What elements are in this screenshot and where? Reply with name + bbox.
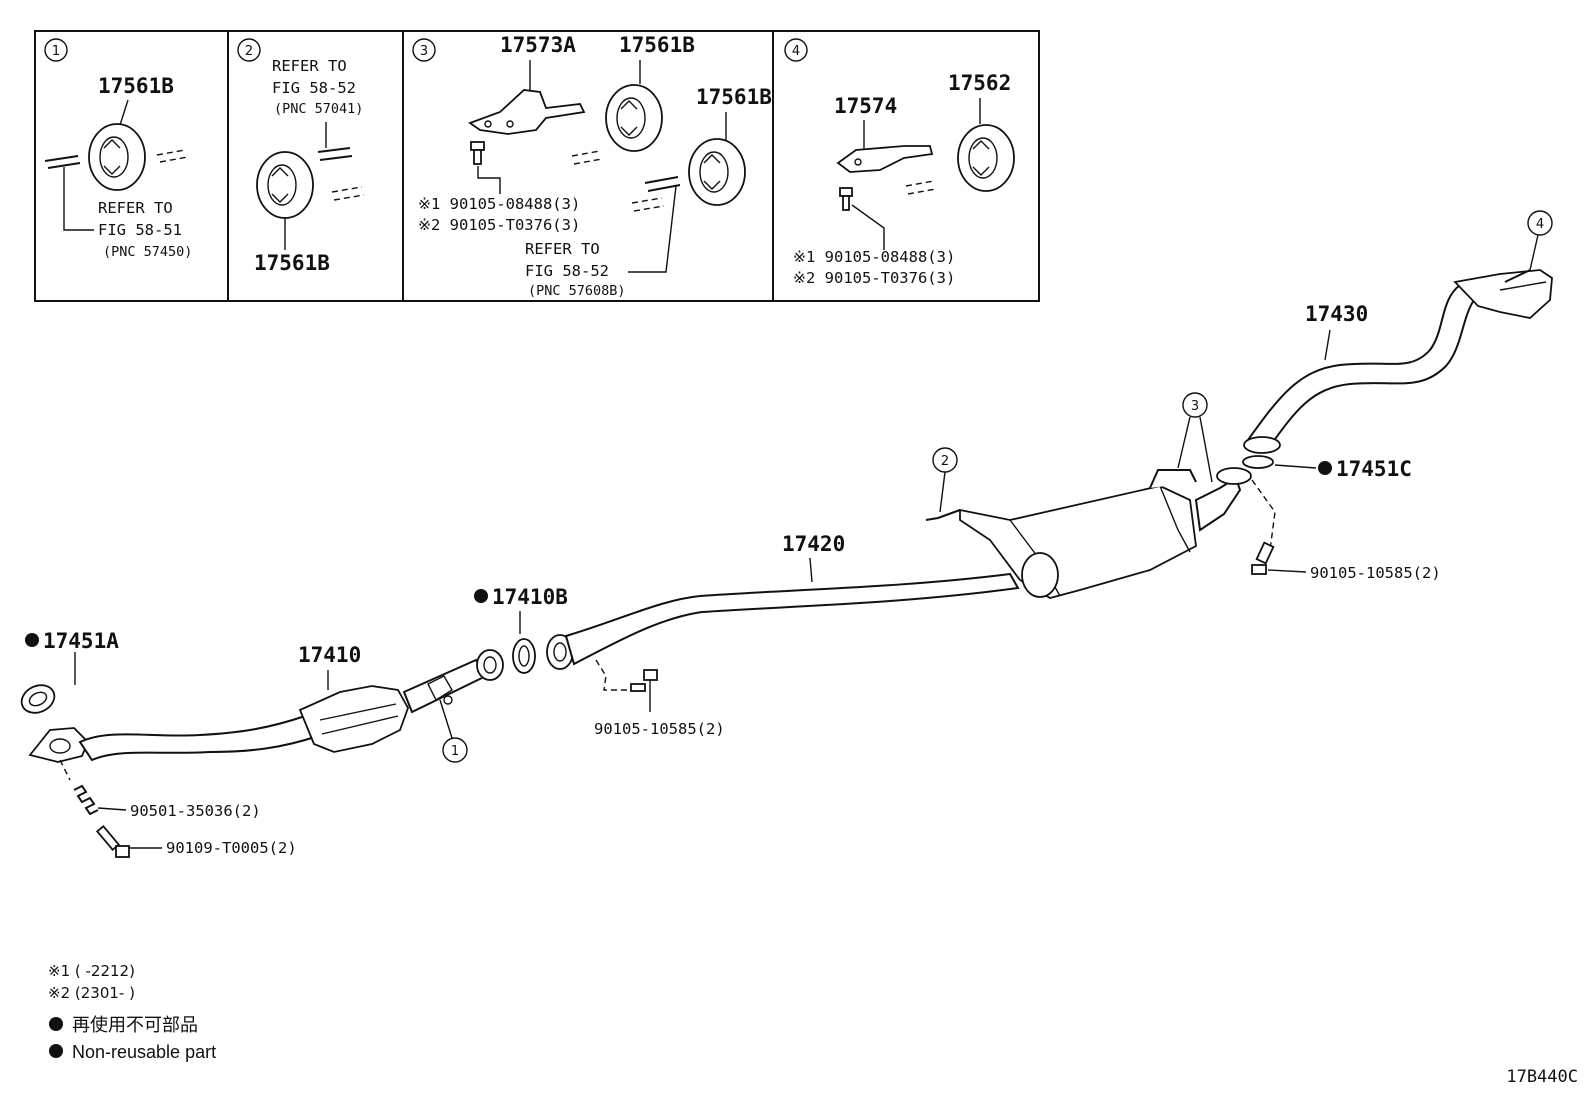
- inset-4-bracket-label: 17574: [834, 94, 897, 118]
- note-1: ※1 ( -2212): [48, 962, 135, 980]
- inset-3-bracket-label: 17573A: [500, 33, 576, 57]
- callout-4: 4: [1527, 210, 1553, 271]
- muffler-icon: [959, 485, 1197, 599]
- inset-4: 4 17574 17562 ※1 90105-08488(3) ※2 90105…: [784, 38, 1015, 287]
- front-pipe-group: 17410: [28, 643, 504, 763]
- front-fastener-group: 90501-35036(2) 90109-T0005(2): [59, 759, 297, 858]
- inset-2-number: 2: [245, 44, 253, 59]
- bolt-icon: [95, 824, 130, 858]
- inset-3-part-a-label: 17561B: [619, 33, 695, 57]
- callout-2-number: 2: [941, 454, 949, 469]
- callout-3: 3: [1177, 392, 1213, 483]
- bracket-icon: [836, 145, 934, 173]
- inset-4-part-label: 17562: [948, 71, 1011, 95]
- rear-bolt-label: 90105-10585(2): [1310, 564, 1441, 582]
- non-reusable-marker: [474, 589, 488, 603]
- inset-2-pnc: (PNC 57041): [274, 101, 363, 117]
- gasket-icon: [1242, 455, 1274, 469]
- rear-bolt-group: 90105-10585(2): [1251, 479, 1441, 582]
- gasket-icon: [20, 684, 56, 714]
- inset-4-bolt-1: ※1 90105-08488(3): [793, 248, 955, 266]
- catalytic-converter-icon: [298, 685, 409, 753]
- legend-japanese: 再使用不可部品: [72, 1015, 198, 1035]
- mid-gasket-label: 17410B: [492, 585, 568, 609]
- inset-frame: [34, 30, 1040, 302]
- bolt-icon: [630, 669, 658, 692]
- spring-label: 90501-35036(2): [130, 802, 261, 820]
- legend-english: Non-reusable part: [72, 1042, 216, 1062]
- inset-4-number: 4: [792, 44, 800, 59]
- diagram-code: 17B440C: [1506, 1067, 1578, 1087]
- inset-2-refer-line2: FIG 58-52: [272, 79, 356, 97]
- inset-1-refer-line2: FIG 58-51: [98, 221, 182, 239]
- inset-1-refer-line1: REFER TO: [98, 199, 173, 217]
- inset-2-part-label: 17561B: [254, 251, 330, 275]
- inset-2-refer-line1: REFER TO: [272, 57, 347, 75]
- spring-icon: [73, 784, 99, 816]
- front-flange-icon: [28, 727, 90, 763]
- bolt-icon: [470, 141, 485, 165]
- center-pipe-group: 17420: [546, 467, 1252, 670]
- rubber-hanger-icon: [605, 84, 663, 152]
- inset-3-number: 3: [420, 44, 428, 59]
- note-2: ※2 (2301- ): [48, 984, 135, 1002]
- callout-1-number: 1: [451, 744, 459, 759]
- callout-2: 2: [932, 447, 958, 513]
- inset-3-bolt-1: ※1 90105-08488(3): [418, 195, 580, 213]
- inset-1: 1 17561B REFER TO FIG 58-51 (PNC 57450): [44, 38, 192, 260]
- front-gasket-group: 17451A: [20, 629, 119, 714]
- callout-3-number: 3: [1191, 399, 1199, 414]
- inset-3-pnc: (PNC 57608B): [528, 283, 626, 299]
- inset-3-refer-line1: REFER TO: [525, 240, 600, 258]
- mid-bolt-label: 90105-10585(2): [594, 720, 725, 738]
- inset-1-pnc: (PNC 57450): [103, 244, 192, 260]
- callout-4-number: 4: [1536, 217, 1544, 232]
- non-reusable-marker: [25, 633, 39, 647]
- center-pipe-label: 17420: [782, 532, 845, 556]
- front-pipe-label: 17410: [298, 643, 361, 667]
- inset-1-number: 1: [52, 44, 60, 59]
- inset-4-bolt-2: ※2 90105-T0376(3): [793, 269, 955, 287]
- non-reusable-marker: [1318, 461, 1332, 475]
- inset-3-part-b-label: 17561B: [696, 85, 772, 109]
- bolt-icon: [839, 187, 853, 211]
- non-reusable-marker: [49, 1044, 63, 1058]
- notes: ※1 ( -2212) ※2 (2301- ) 再使用不可部品 Non-reus…: [48, 962, 216, 1062]
- inset-3: 3 17573A ※1 90105-08488(3) ※2 90105-T037…: [412, 33, 772, 299]
- inset-3-refer-line2: FIG 58-52: [525, 262, 609, 280]
- tail-flange-icon: [1243, 436, 1281, 454]
- mid-bolt-group: 90105-10585(2): [594, 659, 725, 738]
- inset-2: 2 REFER TO FIG 58-52 (PNC 57041) 17561B: [237, 38, 365, 275]
- rear-gasket-group: 17451C: [1242, 455, 1412, 481]
- rubber-hanger-icon: [957, 124, 1015, 192]
- gasket-icon: [512, 638, 536, 674]
- bracket-icon: [468, 89, 586, 135]
- tail-tip-icon: [1453, 269, 1553, 319]
- rubber-hanger-icon: [256, 151, 314, 219]
- front-bolt-label: 90109-T0005(2): [166, 839, 297, 857]
- tail-pipe-group: 17430: [1243, 269, 1553, 454]
- non-reusable-marker: [49, 1017, 63, 1031]
- rubber-hanger-icon: [88, 123, 146, 191]
- inset-1-part-label: 17561B: [98, 74, 174, 98]
- rear-gasket-label: 17451C: [1336, 457, 1412, 481]
- front-pipe-flange-icon: [476, 649, 504, 681]
- bolt-icon: [1251, 541, 1275, 575]
- front-gasket-label: 17451A: [43, 629, 119, 653]
- mid-gasket-group: 17410B: [474, 585, 568, 674]
- rubber-hanger-icon: [688, 138, 746, 206]
- callout-1: 1: [439, 699, 468, 763]
- tail-pipe-label: 17430: [1305, 302, 1368, 326]
- inset-3-bolt-2: ※2 90105-T0376(3): [418, 216, 580, 234]
